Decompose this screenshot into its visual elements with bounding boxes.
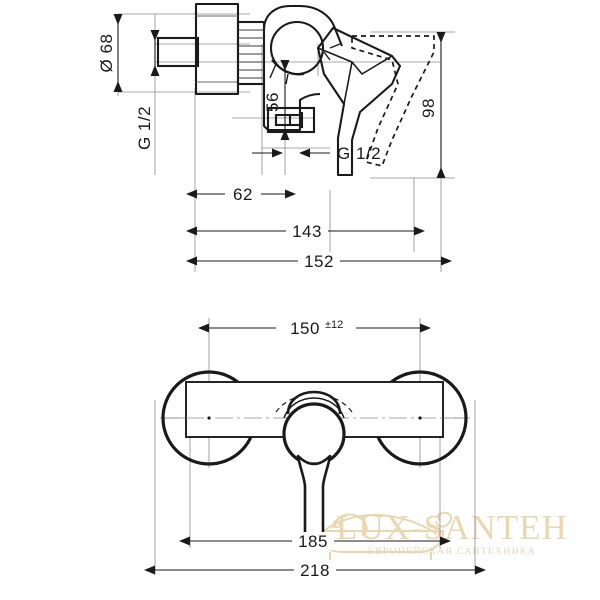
cartridge-knob-shape — [275, 390, 353, 466]
wall-flange-shape — [194, 2, 240, 96]
dimension-label-185: 185 — [298, 532, 328, 551]
dimension-185: 185 — [179, 532, 451, 551]
dimension-label-diameter-68: Ø 68 — [97, 34, 116, 73]
dimension-152: 152 — [186, 252, 452, 271]
dimension-label-inlet-thread: G 1/2 — [135, 106, 154, 150]
dimension-label-143: 143 — [292, 222, 322, 241]
dimension-label-56: 56 — [263, 92, 282, 112]
mixer-body-shape — [262, 4, 343, 132]
dimension-label-152: 152 — [304, 252, 334, 271]
dimension-label-150: 150 — [290, 319, 320, 338]
watermark: LUX-SANTEH ЕВРОПЕЙСКАЯ САНТЕХНИКА — [316, 508, 567, 560]
lever-handle-open-position-ghost — [351, 35, 435, 167]
dimension-label-62: 62 — [233, 185, 253, 204]
dimension-label-218: 218 — [300, 561, 330, 580]
dimension-218: 218 — [144, 561, 486, 580]
dimension-diameter-68: Ø 68 — [97, 14, 123, 92]
dimension-label-outlet-thread: G 1/2 — [337, 144, 381, 163]
dimension-label-98: 98 — [419, 98, 438, 118]
front-elevation-view: 150 ±12 185 218 — [144, 318, 486, 580]
watermark-subtitle: ЕВРОПЕЙСКАЯ САНТЕХНИКА — [368, 545, 536, 557]
union-nut-shape — [236, 20, 266, 86]
dimension-98: 98 — [419, 32, 446, 178]
dimension-62: 62 — [186, 185, 296, 204]
front-lever-handle-shape — [296, 454, 332, 544]
dimension-outlet-thread: G 1/2 — [252, 144, 381, 163]
side-elevation-view: Ø 68 G 1/2 56 G 1/2 98 — [97, 2, 455, 272]
dimension-143: 143 — [186, 222, 425, 241]
dimension-inlet-thread: G 1/2 — [135, 30, 160, 150]
extension-lines — [117, 13, 455, 272]
lever-handle-shape — [316, 26, 402, 177]
dimension-label-150-tolerance: ±12 — [325, 319, 343, 331]
dimension-150: 150 ±12 — [198, 318, 431, 338]
dimension-56: 56 — [263, 60, 290, 140]
